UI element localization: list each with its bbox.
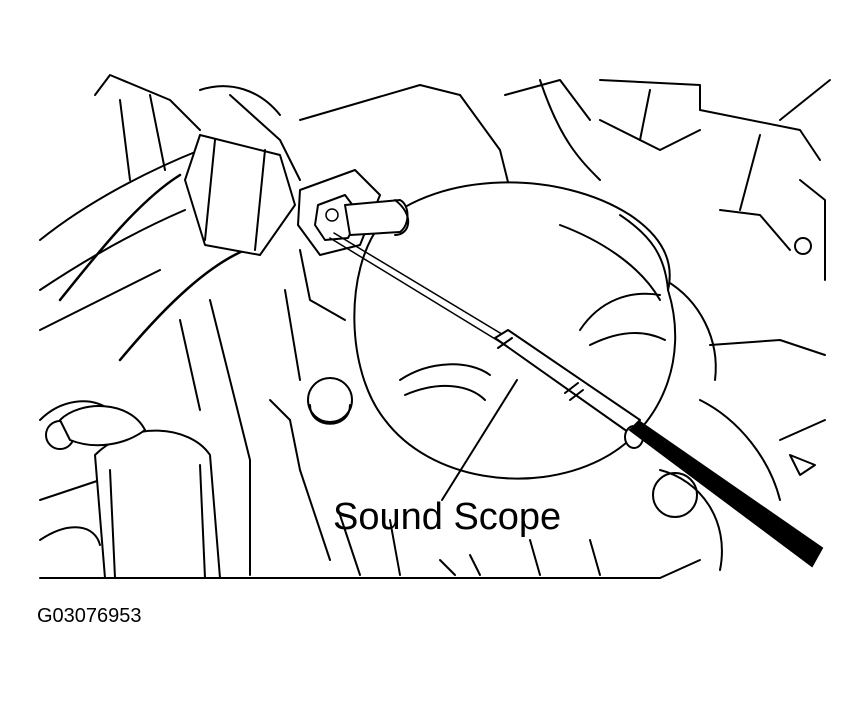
hose [58,134,296,579]
sensor-connector [297,169,410,256]
callout-leader-line [441,379,518,501]
sound-scope-label: Sound Scope [333,496,562,538]
sound-scope [329,232,824,568]
figure-id: G03076953 [37,605,142,627]
